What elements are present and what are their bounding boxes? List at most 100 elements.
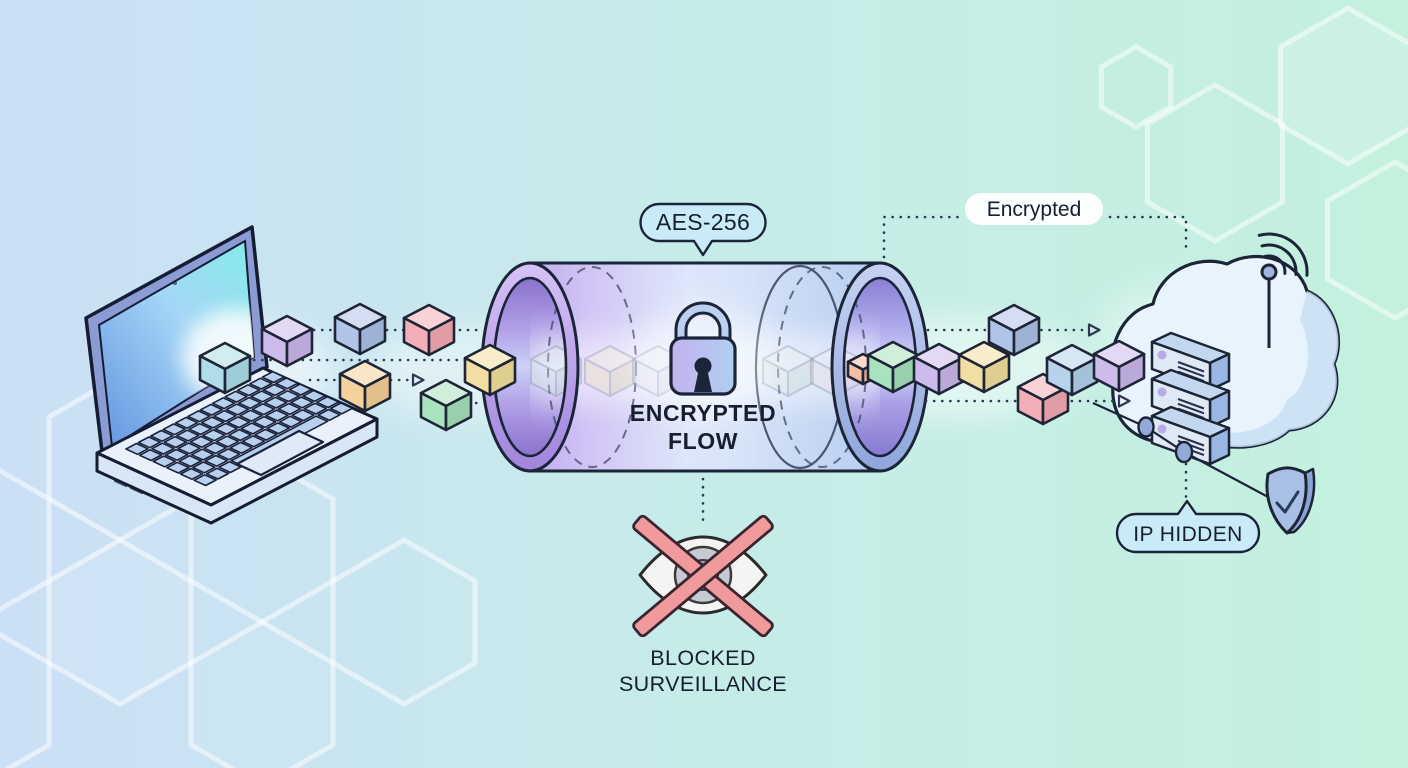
blocked-label-line2: SURVEILLANCE xyxy=(619,672,787,696)
keyboard-key xyxy=(199,403,223,416)
keyboard-key xyxy=(192,461,216,474)
keyboard-key xyxy=(150,429,174,442)
keyboard-key xyxy=(215,435,240,448)
keyboard-key xyxy=(225,403,250,416)
keyboard-key xyxy=(218,460,242,474)
keyboard-key xyxy=(137,436,162,449)
cloud-server-icon xyxy=(1092,232,1340,535)
keyboard-key xyxy=(239,409,263,422)
server-led xyxy=(1157,350,1167,360)
server-vent-line xyxy=(1177,435,1205,447)
keyboard-key xyxy=(211,397,236,410)
data-cube-icon xyxy=(198,341,252,395)
keyboard-key xyxy=(138,449,163,462)
data-cube-icon xyxy=(1092,339,1146,393)
blocked-label-line1: BLOCKED xyxy=(650,646,756,670)
hexagon-pattern xyxy=(0,5,1408,768)
keyboard-key xyxy=(229,441,253,454)
cloud-shading xyxy=(1207,291,1339,448)
keyboard-key xyxy=(187,410,211,423)
keyboard-key xyxy=(214,422,238,435)
tunnel-label-line2: FLOW xyxy=(668,428,738,454)
laptop-base-edge xyxy=(95,417,379,525)
keyboard-key xyxy=(216,448,241,461)
keyboard-key xyxy=(288,383,313,396)
keyboard-key xyxy=(316,396,340,409)
keyboard-key xyxy=(276,390,300,403)
blocked-eye-icon xyxy=(632,514,774,638)
wifi-antenna-icon xyxy=(1257,232,1309,348)
keyboard-key xyxy=(166,461,190,474)
data-cube-icon xyxy=(402,303,456,357)
keyboard-key xyxy=(241,435,266,448)
keyboard-key xyxy=(174,416,199,429)
keyboard-key xyxy=(275,377,299,390)
keyboard-key xyxy=(176,429,200,442)
keyboard-key xyxy=(303,402,328,415)
keyboard-key xyxy=(250,390,274,403)
data-cube-icon xyxy=(260,314,314,368)
keyboard-key xyxy=(178,454,202,468)
keyboard-key xyxy=(162,423,186,436)
keyboard-key xyxy=(188,422,212,436)
server-rack xyxy=(1150,331,1231,466)
encrypted-connector-right xyxy=(1108,215,1188,255)
hexagon-shape xyxy=(1325,159,1408,321)
webcam-dot xyxy=(173,281,177,285)
network-line-shield xyxy=(1183,451,1271,499)
keyboard-key xyxy=(202,429,226,442)
server-led xyxy=(1157,387,1167,397)
aes-badge-label: AES-256 xyxy=(656,209,750,235)
shield-check-icon xyxy=(1265,466,1316,535)
hexagon-shape xyxy=(1098,44,1174,130)
keyboard-key xyxy=(254,428,278,441)
keyboard-key xyxy=(152,455,176,468)
keyboard-key xyxy=(252,415,277,429)
keyboard-key xyxy=(317,408,341,422)
keyboard-key xyxy=(278,415,303,428)
encrypted-connector-left xyxy=(882,215,960,259)
keyboard-key xyxy=(290,396,314,409)
server-vent-line xyxy=(1177,361,1205,373)
ip-hidden-badge-label: IP HIDDEN xyxy=(1133,523,1242,546)
keyboard-key xyxy=(261,370,285,384)
hexagon-shape xyxy=(330,537,478,707)
encrypted-badge xyxy=(965,193,1103,225)
network-node xyxy=(1174,440,1194,464)
tunnel-left-opening xyxy=(494,278,566,456)
keyboard-key xyxy=(203,441,227,455)
flow-arrow-icon xyxy=(411,373,425,387)
data-cube-icon xyxy=(584,345,636,397)
wifi-arc-3 xyxy=(1257,232,1309,277)
data-cube-icon xyxy=(957,340,1011,394)
laptop-keyboard xyxy=(125,370,354,487)
server-unit xyxy=(1150,405,1231,466)
keyboard-key xyxy=(228,428,252,442)
keyboard-key xyxy=(177,442,201,455)
data-cube-icon xyxy=(1045,343,1099,397)
keyboard-key xyxy=(240,422,264,435)
keyboard-key xyxy=(291,409,315,422)
hexagon-shape xyxy=(0,631,52,768)
flow-arrow-icon xyxy=(1117,394,1131,408)
server-vent-line xyxy=(1177,398,1205,410)
data-cube-icon xyxy=(419,378,473,432)
check-mark xyxy=(1275,490,1300,514)
keyboard-key xyxy=(238,396,262,410)
keyboard-key xyxy=(190,448,215,461)
network-node xyxy=(1137,416,1155,438)
keyboard-key xyxy=(163,435,188,449)
encrypted-badge-label: Encrypted xyxy=(987,198,1082,221)
flow-arrow-icon xyxy=(1087,323,1101,337)
data-cube-icon xyxy=(338,359,392,413)
keyboard-key xyxy=(236,384,261,397)
keyboard-key xyxy=(249,377,273,390)
padlock-icon xyxy=(631,300,775,424)
tunnel-label-line1: ENCRYPTED xyxy=(630,400,776,426)
server-vent-line xyxy=(1177,365,1205,378)
keyboard-key xyxy=(205,467,230,480)
keyboard-key xyxy=(226,416,251,429)
data-cube-icon xyxy=(333,302,387,356)
keyboard-key xyxy=(189,435,214,448)
